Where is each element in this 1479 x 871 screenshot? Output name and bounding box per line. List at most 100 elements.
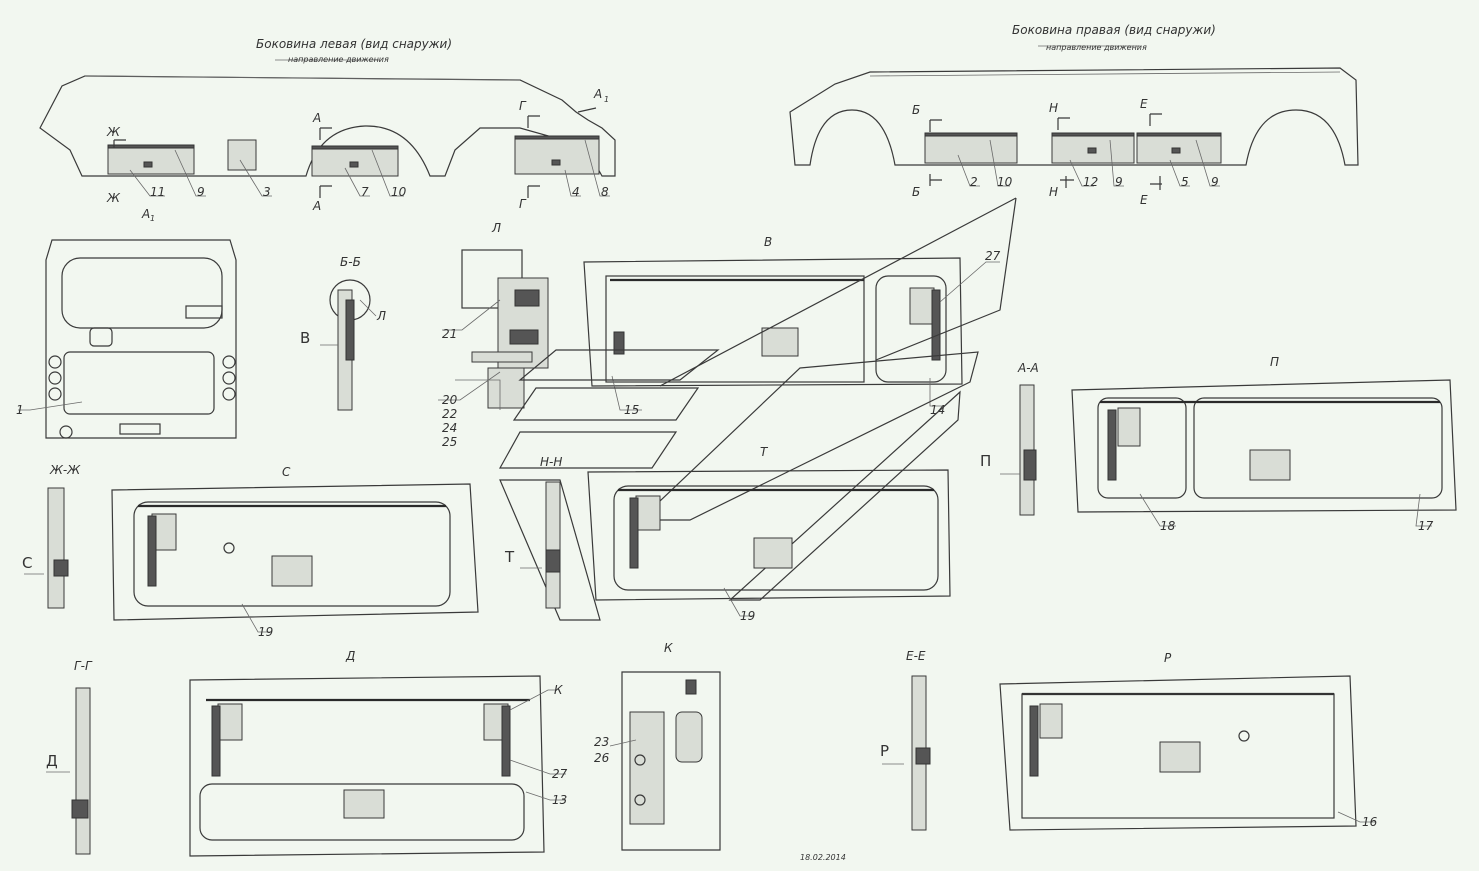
svg-text:17: 17	[1418, 519, 1434, 533]
svg-text:9: 9	[1211, 175, 1219, 189]
svg-text:26: 26	[594, 751, 610, 765]
svg-text:9: 9	[197, 185, 205, 199]
rear-outline	[45, 239, 237, 439]
view-R-title: Р	[1164, 651, 1172, 665]
view-L-title: Л	[491, 221, 501, 235]
svg-text:Л: Л	[376, 309, 386, 323]
svg-text:24: 24	[442, 421, 457, 435]
svg-text:Р: Р	[880, 742, 889, 760]
svg-text:22: 22	[442, 407, 457, 421]
engine-hatch	[63, 351, 215, 415]
view-K-title: К	[664, 641, 673, 655]
left-direction-label: направление движения	[288, 55, 389, 64]
section-bb: Б-Б В Л	[300, 255, 386, 411]
svg-text:Ж: Ж	[106, 191, 121, 205]
svg-text:14: 14	[930, 403, 945, 417]
section-ee: Е-Е Р	[880, 649, 931, 831]
svg-text:25: 25	[442, 435, 457, 449]
section-nn: Н-Н Т	[504, 455, 562, 609]
section-ee-title: Е-Е	[906, 649, 926, 663]
svg-text:С: С	[22, 554, 32, 572]
svg-text:27: 27	[985, 249, 1001, 263]
svg-text:9: 9	[1115, 175, 1123, 189]
svg-text:13: 13	[552, 793, 567, 807]
svg-text:3: 3	[263, 185, 271, 199]
svg-text:18: 18	[1160, 519, 1176, 533]
svg-text:А: А	[593, 87, 602, 101]
rear-view: 1	[16, 239, 237, 439]
svg-text:8: 8	[601, 185, 609, 199]
right-side-view: Боковина правая (вид снаружи) направлени…	[789, 23, 1359, 207]
svg-text:Б: Б	[912, 103, 920, 117]
section-zhzh: Ж-Ж С	[22, 463, 81, 609]
svg-text:19: 19	[740, 609, 755, 623]
hatch-3	[227, 139, 257, 171]
svg-text:Н: Н	[1049, 101, 1058, 115]
svg-text:12: 12	[1083, 175, 1098, 189]
view-K: К 23 26	[594, 641, 721, 851]
section-bb-title: Б-Б	[340, 255, 361, 269]
svg-text:7: 7	[361, 185, 369, 199]
svg-text:В: В	[300, 329, 310, 347]
right-body-outline	[789, 67, 1359, 166]
view-L: Л 21 20 22 24 25	[438, 221, 549, 449]
svg-text:П: П	[980, 452, 991, 470]
left-side-view: Боковина левая (вид снаружи) направление…	[39, 37, 616, 223]
view-D: Д К 27 13	[189, 649, 568, 857]
svg-text:4: 4	[572, 185, 580, 199]
section-nn-title: Н-Н	[540, 455, 562, 469]
projection-lines	[498, 197, 1017, 621]
svg-text:А: А	[312, 111, 321, 125]
svg-text:Г: Г	[519, 99, 527, 113]
svg-text:Т: Т	[504, 548, 515, 566]
drawing-date: 18.02.2014	[800, 853, 846, 862]
rear-window	[61, 257, 223, 329]
svg-text:19: 19	[258, 625, 273, 639]
svg-text:Н: Н	[1049, 185, 1058, 199]
view-T-title: Т	[760, 445, 769, 459]
hatch-2	[924, 134, 1018, 164]
view-S: С 19	[111, 465, 479, 639]
section-aa: А-А П	[980, 361, 1039, 516]
view-D-title: Д	[345, 649, 355, 663]
view-T: Т 19	[587, 445, 951, 623]
right-direction-label: направление движения	[1046, 43, 1147, 52]
svg-text:27: 27	[552, 767, 568, 781]
svg-text:Ж: Ж	[106, 125, 121, 139]
svg-text:20: 20	[442, 393, 458, 407]
view-V-title: В	[764, 235, 772, 249]
view-V: В 15 14 27	[583, 235, 1001, 417]
view-P-title: П	[1270, 355, 1279, 369]
svg-text:10: 10	[997, 175, 1013, 189]
view-P: П 18 17	[1071, 355, 1457, 533]
svg-text:А: А	[141, 207, 150, 221]
svg-text:11: 11	[150, 185, 165, 199]
svg-text:А: А	[312, 199, 321, 213]
svg-text:10: 10	[391, 185, 407, 199]
view-S-title: С	[282, 465, 291, 479]
svg-text:1: 1	[16, 403, 24, 417]
svg-text:Д: Д	[46, 752, 58, 770]
svg-text:Б: Б	[912, 185, 920, 199]
svg-text:Г: Г	[519, 197, 527, 211]
svg-text:5: 5	[1181, 175, 1189, 189]
svg-text:23: 23	[594, 735, 609, 749]
svg-text:1: 1	[604, 95, 609, 104]
svg-text:Е: Е	[1140, 193, 1148, 207]
section-gg: Г-Г Д	[46, 659, 93, 855]
svg-text:15: 15	[624, 403, 639, 417]
hatch-4	[514, 137, 600, 175]
left-side-header: Боковина левая (вид снаружи)	[256, 37, 452, 51]
view-R: Р 16	[999, 651, 1378, 831]
svg-text:1: 1	[150, 214, 155, 223]
svg-text:Е: Е	[1140, 97, 1148, 111]
right-side-header: Боковина правая (вид снаружи)	[1012, 23, 1216, 37]
svg-text:21: 21	[442, 327, 457, 341]
svg-text:К: К	[554, 683, 563, 697]
svg-text:16: 16	[1362, 815, 1378, 829]
hatch-11	[107, 145, 195, 175]
section-gg-title: Г-Г	[74, 659, 93, 673]
section-aa-title: А-А	[1017, 361, 1039, 375]
